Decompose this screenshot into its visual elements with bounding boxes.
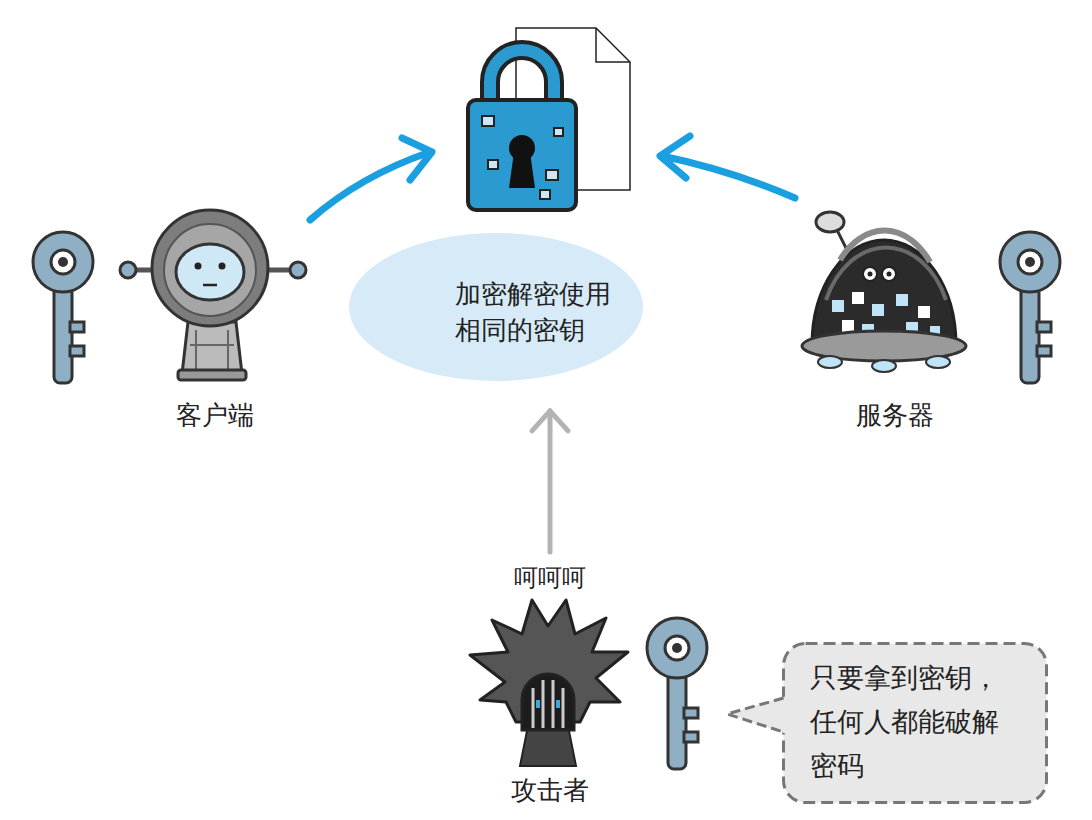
attacker-figure xyxy=(470,600,707,769)
arrow-shaft xyxy=(548,411,553,552)
attacker-box: 呵呵呵攻击者 xyxy=(470,560,630,810)
ellipse-text: 加密解密使用 相同的密钥 xyxy=(455,276,630,348)
attack-arrow xyxy=(532,411,568,552)
client-robot xyxy=(33,210,306,383)
figure-label: 攻击者 xyxy=(470,772,630,808)
padlock-document xyxy=(468,28,630,210)
server-robot xyxy=(802,212,1060,383)
ellipse-fill xyxy=(349,233,643,381)
server-label-box: 服务器 xyxy=(822,394,968,436)
laugh-text: 呵呵呵 xyxy=(470,562,630,594)
bubble-tail-fill xyxy=(727,696,787,734)
figure-label: 服务器 xyxy=(822,397,968,433)
bubble-text: 只要拿到密钥，任何人都能破解密码 xyxy=(810,656,1010,788)
blue-arrows xyxy=(310,136,795,220)
bubble-outline xyxy=(784,644,1047,803)
shared-key-ellipse: 加密解密使用 相同的密钥 xyxy=(348,232,644,382)
client-label-box: 客户端 xyxy=(142,394,288,436)
figure-label: 客户端 xyxy=(142,397,288,433)
bubble-tail xyxy=(727,698,784,732)
arrow-head xyxy=(532,411,568,431)
speech-bubble: 只要拿到密钥，任何人都能破解密码 xyxy=(782,642,1048,804)
